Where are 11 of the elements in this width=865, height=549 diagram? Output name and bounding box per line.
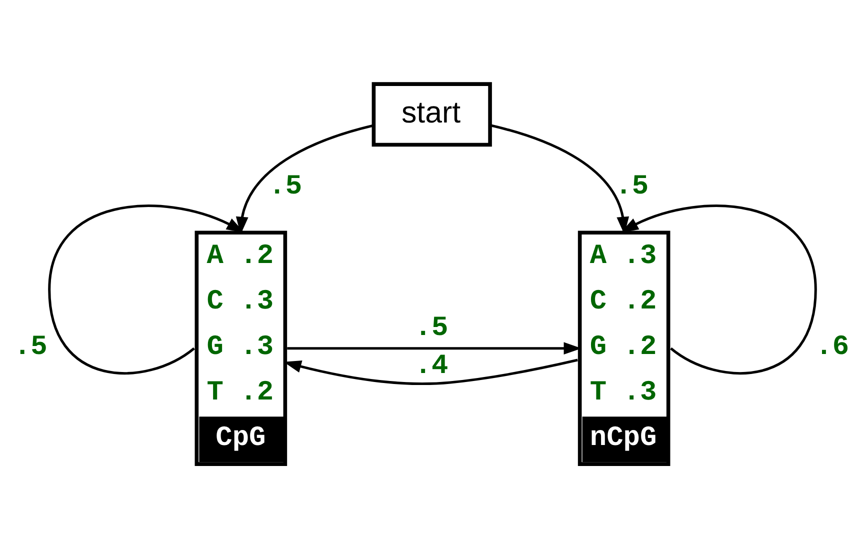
node-box: A .2 C .3 G .3 T .2 CpG <box>194 230 288 466</box>
edge-label: .4 <box>414 350 448 382</box>
edge-label: .5 <box>414 312 448 344</box>
arrow <box>620 204 817 374</box>
node-box: start <box>372 82 492 146</box>
edge-label: .5 <box>268 171 302 202</box>
arrow <box>48 204 244 374</box>
edge-label: .5 <box>14 332 48 363</box>
edge-label: .6 <box>816 332 850 363</box>
node-box: A .3 C .2 G .2 T .3 nCpG <box>578 230 670 466</box>
edge-label: .5 <box>615 171 649 202</box>
